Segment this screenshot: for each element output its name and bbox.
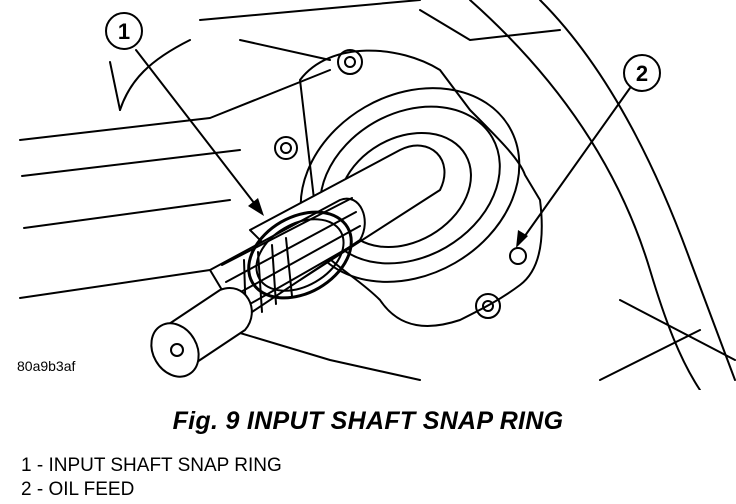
pilot-end-face: [150, 322, 200, 378]
bolt-boss-bottom: [475, 293, 501, 319]
housing-lines: [19, 0, 736, 390]
callout-2: 2: [623, 54, 661, 92]
legend: 1 - INPUT SHAFT SNAP RING 2 - OIL FEED: [21, 454, 282, 502]
diagram-svg: 1 2: [19, 0, 736, 390]
callout-2-arrowhead: [516, 230, 528, 248]
bolt-boss-left: [274, 136, 298, 160]
callout-1-leader: [135, 49, 259, 209]
callout-1: 1: [105, 12, 143, 50]
bolt-boss-top: [337, 49, 363, 75]
callout-2-leader: [521, 87, 631, 241]
figure-caption: Fig. 9 INPUT SHAFT SNAP RING: [172, 407, 564, 435]
bearing-retainer-plate: [299, 49, 543, 327]
callout-2-number: 2: [636, 61, 648, 86]
legend-item-2: 2 - OIL FEED: [21, 479, 135, 500]
snap-ring: [247, 210, 353, 300]
callout-1-arrowhead: [248, 198, 264, 216]
transmission-illustration: 1 2: [19, 0, 736, 390]
callout-1-number: 1: [118, 19, 130, 44]
oil-feed-hole: [509, 247, 527, 265]
figure-id-code: 80a9b3af: [17, 358, 76, 374]
legend-item-1: 1 - INPUT SHAFT SNAP RING: [21, 455, 282, 476]
